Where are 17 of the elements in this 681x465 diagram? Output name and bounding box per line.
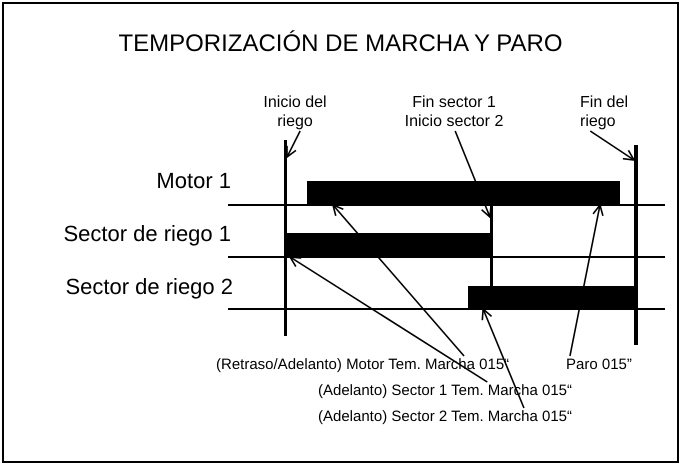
row-label: Motor 1: [156, 168, 231, 194]
leader-arrow: [590, 130, 635, 161]
timing-bar: [307, 181, 620, 205]
diagram-title: TEMPORIZACIÓN DE MARCHA Y PARO: [117, 30, 564, 58]
timing-bar: [286, 233, 490, 257]
time-marker-line: [284, 140, 287, 336]
annotation-text: (Adelanto) Sector 2 Tem. Marcha 015“: [304, 408, 586, 426]
timing-bar: [468, 286, 636, 309]
annotation-text: Inicio del riego: [263, 93, 327, 131]
row-label: Sector de riego 2: [65, 274, 233, 300]
time-marker-line: [490, 205, 493, 286]
annotation-text: Paro 015”: [566, 356, 638, 374]
row-label: Sector de riego 1: [63, 221, 231, 247]
annotation-text: Fin sector 1 Inicio sector 2: [395, 93, 513, 131]
annotation-text: Fin del riego: [580, 93, 644, 131]
leader-arrow: [286, 130, 301, 158]
leader-arrow: [289, 256, 488, 383]
